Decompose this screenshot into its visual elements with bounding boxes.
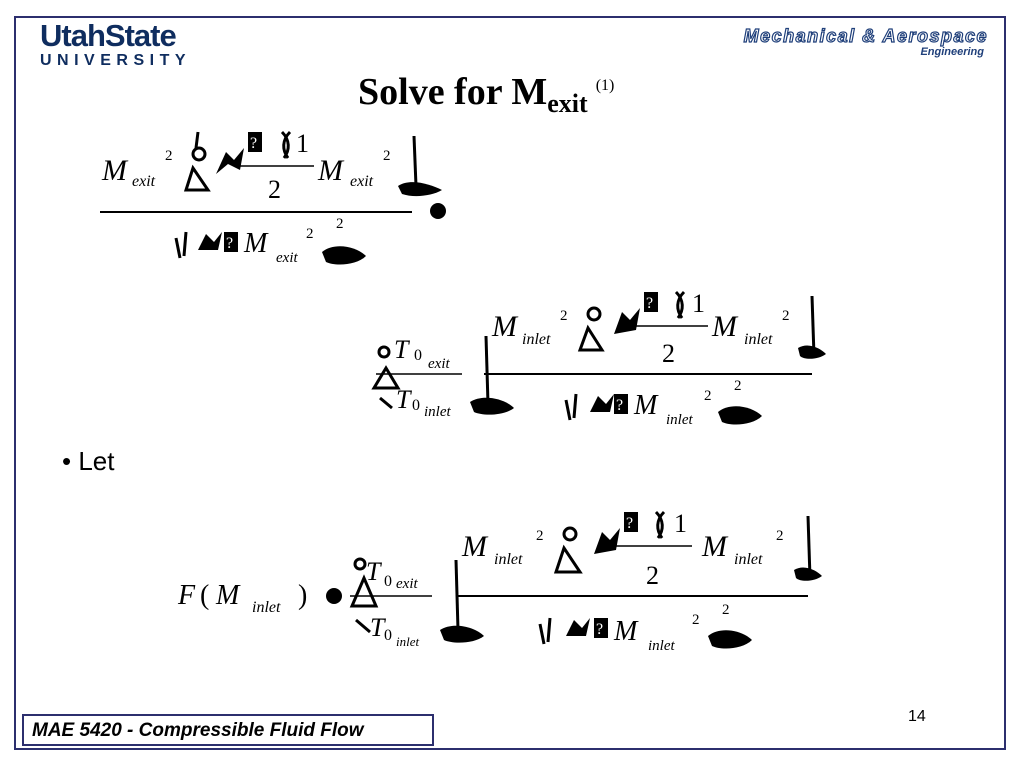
eq2-denom-two: 2 — [662, 339, 675, 368]
footer-course-title: MAE 5420 - Compressible Fluid Flow — [32, 720, 364, 741]
eq2-denom-exp-outer: 2 — [734, 378, 742, 394]
eq1-denom-exp-outer: 2 — [336, 216, 344, 232]
eq2-sub-exit: exit — [428, 356, 450, 372]
footer-course-box: MAE 5420 - Compressible Fluid Flow — [22, 714, 434, 746]
eq3-denom-m: M — [613, 616, 639, 647]
eq1-sub: exit — [132, 173, 156, 190]
usu-logo-main: UtahState — [40, 18, 177, 53]
eq2-bracket-icon — [484, 335, 490, 405]
eq3-zero-bottom: 0 — [384, 627, 392, 644]
eq3-denom-sub: inlet — [648, 638, 675, 654]
slide-frame — [14, 16, 1006, 750]
eq2-m: M — [491, 310, 519, 343]
eq2-exp2: 2 — [782, 308, 790, 324]
eq3-left-paren-icon — [349, 557, 379, 634]
eq3-m: M — [461, 530, 489, 563]
eq2-one: 1 — [692, 289, 705, 318]
slide-title-main: Solve for M — [358, 71, 548, 113]
eq2-t-bottom: T — [396, 385, 412, 414]
eq1-gamma-glyph-icon: ? — [216, 132, 262, 174]
eq2-exp: 2 — [560, 308, 568, 324]
eq1-denom-two: 2 — [268, 175, 281, 204]
svg-text:?: ? — [226, 235, 233, 252]
eq3-denom-exp-outer: 2 — [722, 602, 730, 618]
eq3-open: ( — [200, 580, 209, 611]
eq1-exp: 2 — [165, 148, 173, 164]
eq3-denom-glyph-icon: ? — [538, 617, 608, 645]
eq1-denom-bracket-icon — [322, 246, 366, 265]
eq1-denom-exp: 2 — [306, 226, 314, 242]
eq2-denom-exp: 2 — [704, 388, 712, 404]
usu-logo: UtahState UNIVERSITY — [40, 20, 220, 69]
eq3-bracket-icon — [454, 559, 460, 631]
eq2-sub-inlet2: inlet — [744, 331, 773, 348]
eq1-bracket-glyph-icon — [398, 135, 442, 197]
eq2-denom-sub: inlet — [666, 412, 693, 428]
slide-title-note: (1) — [595, 77, 615, 94]
svg-text:?: ? — [626, 515, 633, 532]
eq1-m2: M — [317, 154, 345, 187]
eq3-one: 1 — [674, 509, 687, 538]
eq2-denom-m: M — [633, 390, 659, 421]
mae-logo-sub: Engineering — [920, 46, 984, 58]
mae-logo-main: Mechanical & Aerospace — [743, 25, 988, 46]
eq1-one: 1 — [296, 129, 309, 158]
eq3-denom-exp: 2 — [692, 612, 700, 628]
page-number: 14 — [908, 708, 926, 725]
eq2-sub-inlet: inlet — [522, 331, 551, 348]
slide-title: Solve for Mexit (1) — [358, 70, 615, 118]
eq3-t-top: T — [366, 557, 382, 586]
eq3-zero-top: 0 — [384, 573, 392, 590]
mae-logo: Mechanical & Aerospace Engineering — [664, 25, 988, 58]
eq3-exp: 2 — [536, 528, 544, 544]
eq3-f: F — [177, 580, 196, 611]
svg-text:?: ? — [250, 135, 257, 152]
eq2-zero-top: 0 — [414, 347, 422, 364]
bullet-let: • Let — [62, 446, 115, 476]
usu-logo-sub: UNIVERSITY — [40, 52, 192, 69]
eq2-sub-inlet-left: inlet — [424, 404, 451, 420]
eq3-gamma-glyph-icon: ? — [553, 510, 666, 574]
eq2-denom-bracket-icon — [718, 406, 762, 425]
eq3-sub-inlet: inlet — [494, 551, 523, 568]
eq1-denom-glyph-icon: ? — [174, 231, 238, 259]
eq3-equals-dot-icon — [326, 588, 342, 604]
eq1-paren-glyph-icon — [183, 131, 211, 192]
eq3-denom-two: 2 — [646, 561, 659, 590]
eq3-sub-inlet2: inlet — [734, 551, 763, 568]
eq3-sub-exit: exit — [396, 576, 418, 592]
eq2-left-paren-icon — [371, 345, 401, 410]
eq2-denom-glyph-icon: ? — [564, 393, 628, 421]
eq1-minus-glyph-icon — [280, 130, 292, 159]
svg-text:?: ? — [646, 295, 653, 312]
eq1-exp2: 2 — [383, 148, 391, 164]
eq3-exp2: 2 — [776, 528, 784, 544]
eq2-m2: M — [711, 310, 739, 343]
svg-text:?: ? — [596, 621, 603, 638]
eq3-m2: M — [701, 530, 729, 563]
eq3-denom-bracket-icon — [708, 630, 752, 649]
eq1-sub2: exit — [350, 173, 374, 190]
eq1-denom-sub: exit — [276, 250, 298, 266]
eq1-denom-m: M — [243, 228, 269, 259]
eq3-t-bottom: T — [370, 613, 386, 642]
eq2-zero-bottom: 0 — [412, 397, 420, 414]
eq3-sub-arg: inlet — [252, 599, 281, 616]
svg-text:?: ? — [616, 397, 623, 414]
eq2-gamma-glyph-icon: ? — [577, 290, 686, 352]
eq1-m: M — [101, 154, 129, 187]
eq2-t-top: T — [394, 335, 410, 364]
eq1-equals-dot-icon — [430, 203, 446, 219]
eq3-m-arg: M — [215, 580, 241, 611]
slide-title-subscript: exit — [547, 89, 588, 118]
eq3-close: ) — [298, 580, 307, 611]
eq3-sub-inlet-left: inlet — [396, 634, 419, 649]
